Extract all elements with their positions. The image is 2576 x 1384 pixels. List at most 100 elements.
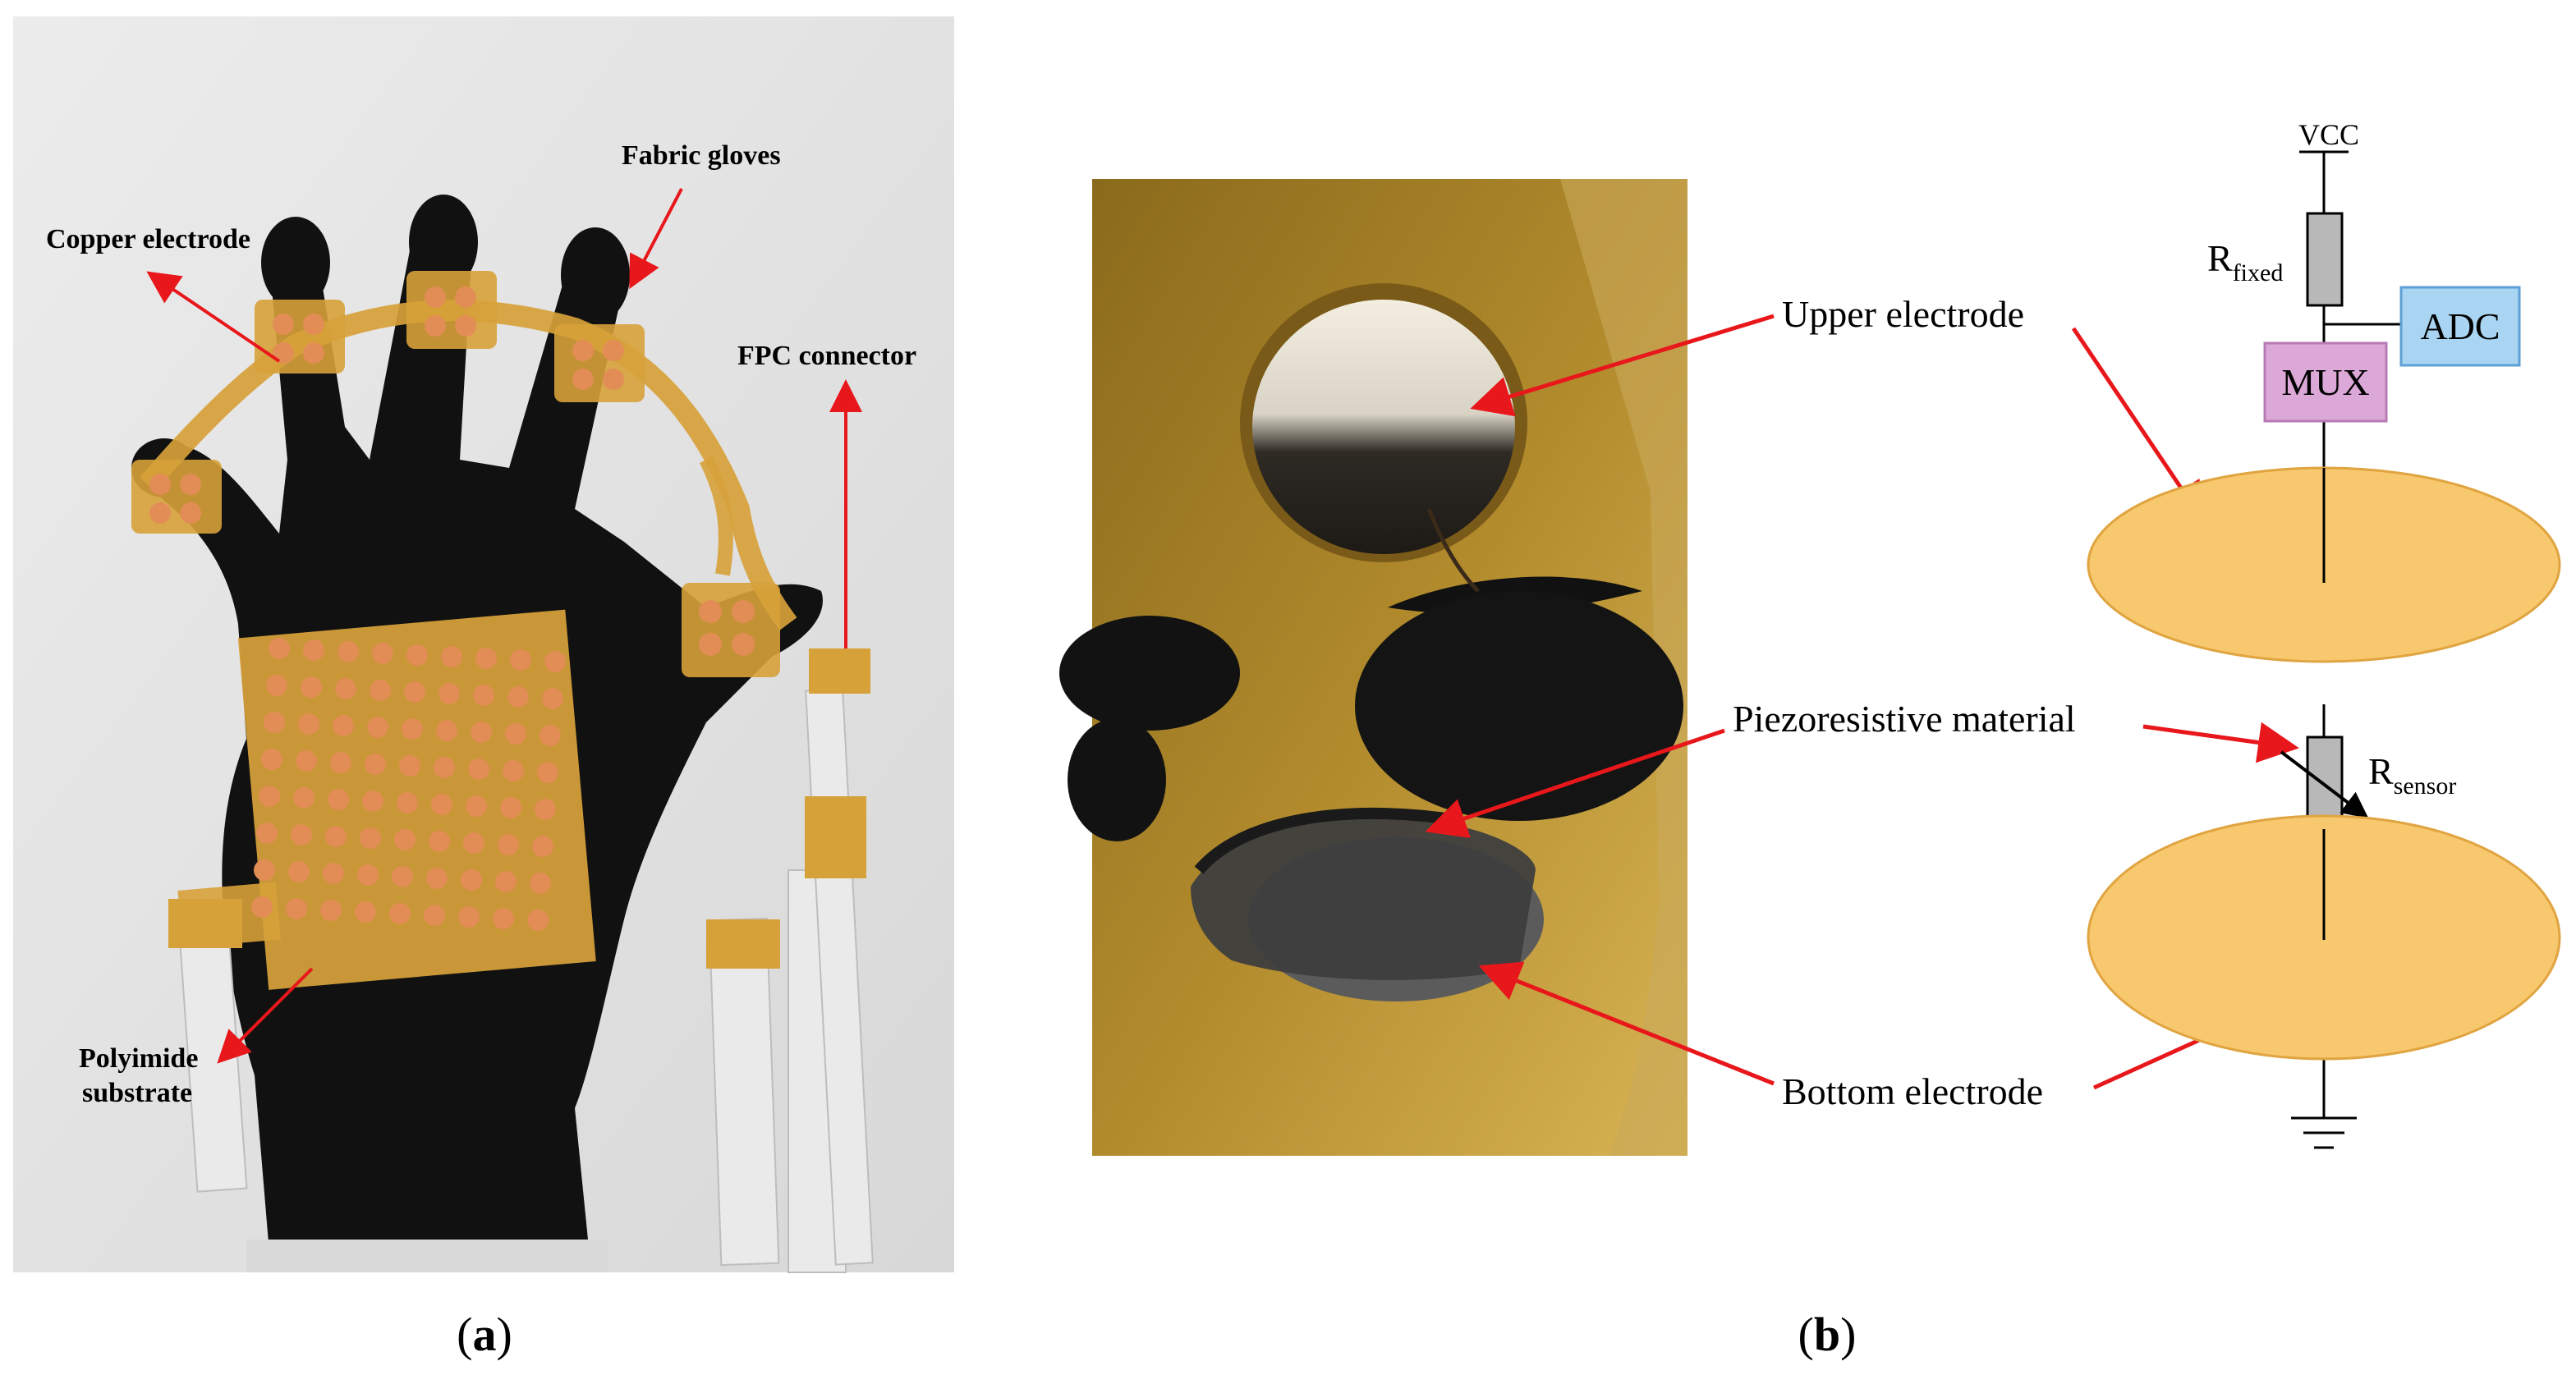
copper-pad (254, 859, 275, 881)
label-r-fixed: Rfixed (2207, 237, 2283, 286)
copper-pad (392, 866, 413, 887)
arrow-fabric-gloves (629, 188, 683, 290)
copper-pad (439, 683, 460, 704)
copper-pad (264, 712, 285, 733)
label-mux: MUX (2281, 361, 2369, 403)
piezoresistive-layer (1191, 814, 1536, 980)
copper-pad (333, 715, 354, 736)
upper-electrode-photo (1240, 283, 1527, 562)
copper-pad (473, 685, 494, 706)
copper-pad (404, 681, 425, 703)
mux-block (2263, 341, 2388, 423)
copper-pad (436, 720, 457, 741)
fingertip-sensor-thumb (131, 460, 222, 534)
ground-symbol (2291, 1116, 2357, 1149)
r-fixed-resistor (2306, 212, 2344, 307)
copper-pad (471, 722, 492, 743)
fingertip-sensor-3 (554, 324, 645, 402)
finger-tip-3 (561, 227, 630, 323)
copper-pad (291, 824, 312, 846)
panel-a-photo (13, 16, 954, 1273)
fingertip-sensor-2 (406, 271, 497, 349)
copper-pad (463, 832, 484, 854)
copper-pad (286, 898, 307, 919)
arrow-piezoresistive-diagram (2142, 722, 2299, 763)
arrow-copper-electrode (146, 271, 281, 363)
copper-pad (493, 908, 514, 929)
copper-pad (360, 827, 381, 849)
copper-pad (288, 861, 310, 882)
copper-pad (498, 834, 519, 855)
arrow-piezoresistive-photo (1425, 728, 1725, 838)
copper-electrode-array (251, 638, 566, 931)
copper-pad (372, 643, 393, 664)
copper-pad (532, 836, 553, 857)
copper-pad (426, 868, 448, 889)
copper-pad (337, 641, 359, 662)
caption-b: (b) (1798, 1308, 1857, 1361)
copper-pad (256, 823, 278, 844)
copper-pad (266, 675, 287, 696)
copper-pad (503, 760, 524, 781)
copper-pad (429, 831, 450, 852)
polyimide-trace (140, 300, 797, 630)
fpc-connectors (168, 648, 870, 969)
finger-tip-2 (409, 195, 478, 290)
fingertip-sensor-1 (255, 300, 345, 373)
label-copper-electrode: Copper electrode (46, 224, 250, 254)
copper-pad (542, 688, 563, 709)
copper-pad (261, 749, 282, 770)
copper-pad (458, 906, 480, 928)
copper-pad (544, 651, 566, 672)
label-polyimide-line2: substrate (82, 1078, 192, 1108)
label-r-sensor: Rsensor (2368, 750, 2456, 800)
dark-pad-right (1355, 591, 1683, 821)
copper-pad (540, 725, 561, 746)
copper-pad (537, 762, 558, 783)
copper-pad (251, 896, 273, 918)
copper-pad (431, 794, 452, 815)
panel-b-photo (1059, 179, 1687, 1156)
label-piezoresistive-material: Piezoresistive material (1733, 698, 2076, 740)
arrow-polyimide (217, 967, 314, 1064)
copper-pad (535, 799, 556, 820)
label-vcc: VCC (2298, 118, 2359, 151)
caption-a: (a) (457, 1308, 512, 1361)
copper-pad (370, 680, 391, 701)
dark-pad-left-2 (1068, 718, 1166, 841)
copper-pad (259, 786, 280, 807)
copper-pad (325, 826, 347, 847)
circuit-schematic: VCC Rfixed ADC MUX Rsensor (2087, 118, 2561, 1149)
copper-pad (505, 723, 526, 745)
copper-pad (394, 829, 416, 850)
dark-pad-left-1 (1059, 616, 1240, 731)
polyimide-trace-2 (699, 456, 733, 576)
copper-pad (424, 905, 445, 926)
copper-pad (495, 871, 517, 892)
copper-pad (441, 646, 462, 667)
adc-block (2399, 286, 2521, 367)
arrow-upper-electrode-photo (1470, 314, 1775, 417)
copper-pad (402, 718, 423, 740)
copper-pad (293, 787, 315, 809)
copper-pad (362, 791, 383, 812)
copper-pad (323, 863, 344, 884)
copper-pad (330, 752, 351, 773)
label-fabric-gloves: Fabric gloves (622, 140, 781, 171)
copper-pad (397, 792, 418, 813)
fingertip-sensor-4 (682, 583, 780, 677)
label-polyimide-line1: Polyimide (79, 1043, 198, 1074)
copper-pad (328, 789, 349, 810)
copper-pad (355, 901, 376, 923)
copper-pad (475, 648, 497, 669)
copper-pad (510, 649, 531, 671)
copper-pad (434, 757, 455, 778)
copper-pad (530, 873, 551, 894)
copper-pad (507, 686, 529, 708)
copper-pad (296, 750, 317, 772)
label-upper-electrode: Upper electrode (1782, 293, 2024, 335)
copper-pad (335, 678, 356, 699)
copper-pad (298, 713, 319, 735)
copper-pad (367, 717, 388, 738)
copper-pad (320, 900, 342, 921)
